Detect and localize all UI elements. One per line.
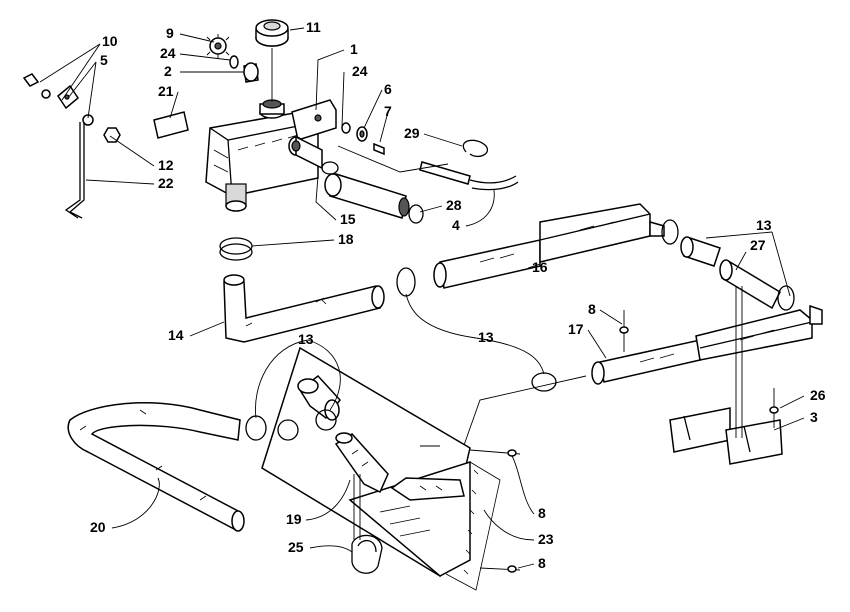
callout-14: 14 bbox=[168, 327, 184, 343]
rear-heat-exchanger bbox=[591, 304, 823, 385]
callout-29: 29 bbox=[404, 125, 420, 141]
callout-7: 7 bbox=[384, 103, 392, 119]
spacer-bushing bbox=[243, 62, 259, 83]
callout-10: 10 bbox=[102, 33, 118, 49]
radiator-hose-elbow bbox=[297, 374, 341, 421]
overflow-hose bbox=[419, 161, 519, 191]
callout-9: 9 bbox=[166, 25, 174, 41]
callout-6: 6 bbox=[384, 81, 392, 97]
front-heat-exchanger bbox=[433, 203, 665, 289]
filler-neck bbox=[259, 99, 285, 119]
tank-to-rail-hose bbox=[223, 274, 385, 343]
callout-21: 21 bbox=[158, 83, 174, 99]
callout-20: 20 bbox=[90, 519, 106, 535]
radiator-rivets bbox=[420, 445, 521, 573]
hose-clamps-rail bbox=[396, 219, 795, 392]
rivet-fastener bbox=[619, 310, 779, 428]
callout-numbers: 10 5 9 24 11 1 2 24 21 6 7 29 12 22 15 2… bbox=[90, 19, 826, 571]
callout-15: 15 bbox=[340, 211, 356, 227]
left-bracket-assembly bbox=[22, 73, 121, 219]
callout-24a: 24 bbox=[160, 45, 176, 61]
callout-5: 5 bbox=[100, 52, 108, 68]
callout-2: 2 bbox=[164, 63, 172, 79]
callout-27: 27 bbox=[750, 237, 766, 253]
callout-16: 16 bbox=[532, 259, 548, 275]
callout-8b: 8 bbox=[538, 505, 546, 521]
callout-26: 26 bbox=[810, 387, 826, 403]
radiator-inlet-hose bbox=[334, 432, 389, 494]
retaining-clip bbox=[462, 139, 489, 158]
callout-11: 11 bbox=[306, 19, 321, 35]
hose-clamp-set bbox=[351, 474, 383, 574]
washer bbox=[229, 55, 239, 69]
callout-28: 28 bbox=[446, 197, 462, 213]
callout-19: 19 bbox=[286, 511, 302, 527]
mounting-bracket bbox=[291, 99, 337, 141]
callout-22: 22 bbox=[158, 175, 174, 191]
reservoir-cap bbox=[255, 19, 289, 102]
label-decal bbox=[153, 111, 189, 139]
callout-leaders bbox=[39, 27, 805, 569]
callout-13b: 13 bbox=[298, 331, 314, 347]
callout-3: 3 bbox=[810, 409, 818, 425]
callout-25: 25 bbox=[288, 539, 304, 555]
grommet-gear bbox=[206, 34, 230, 58]
callout-12: 12 bbox=[158, 157, 174, 173]
callout-13a: 13 bbox=[756, 217, 772, 233]
callout-23: 23 bbox=[538, 531, 554, 547]
reservoir-outlet-hose bbox=[324, 173, 410, 219]
callout-18: 18 bbox=[338, 231, 354, 247]
callout-4: 4 bbox=[452, 217, 460, 233]
callout-8a: 8 bbox=[588, 301, 596, 317]
long-return-hose bbox=[67, 402, 245, 532]
rail-mount-pad bbox=[669, 407, 783, 465]
hardware-nut-washer bbox=[341, 122, 385, 156]
connecting-hose bbox=[680, 236, 781, 310]
reservoir-hose-clamp bbox=[219, 237, 253, 261]
radiator-outlet-hose bbox=[390, 477, 465, 501]
small-hose-clamp bbox=[321, 161, 424, 224]
callout-17: 17 bbox=[568, 321, 584, 337]
callout-1: 1 bbox=[350, 41, 358, 57]
callout-8c: 8 bbox=[538, 555, 546, 571]
callout-13c: 13 bbox=[478, 329, 494, 345]
leader-lines bbox=[337, 145, 743, 463]
callout-24b: 24 bbox=[352, 63, 368, 79]
